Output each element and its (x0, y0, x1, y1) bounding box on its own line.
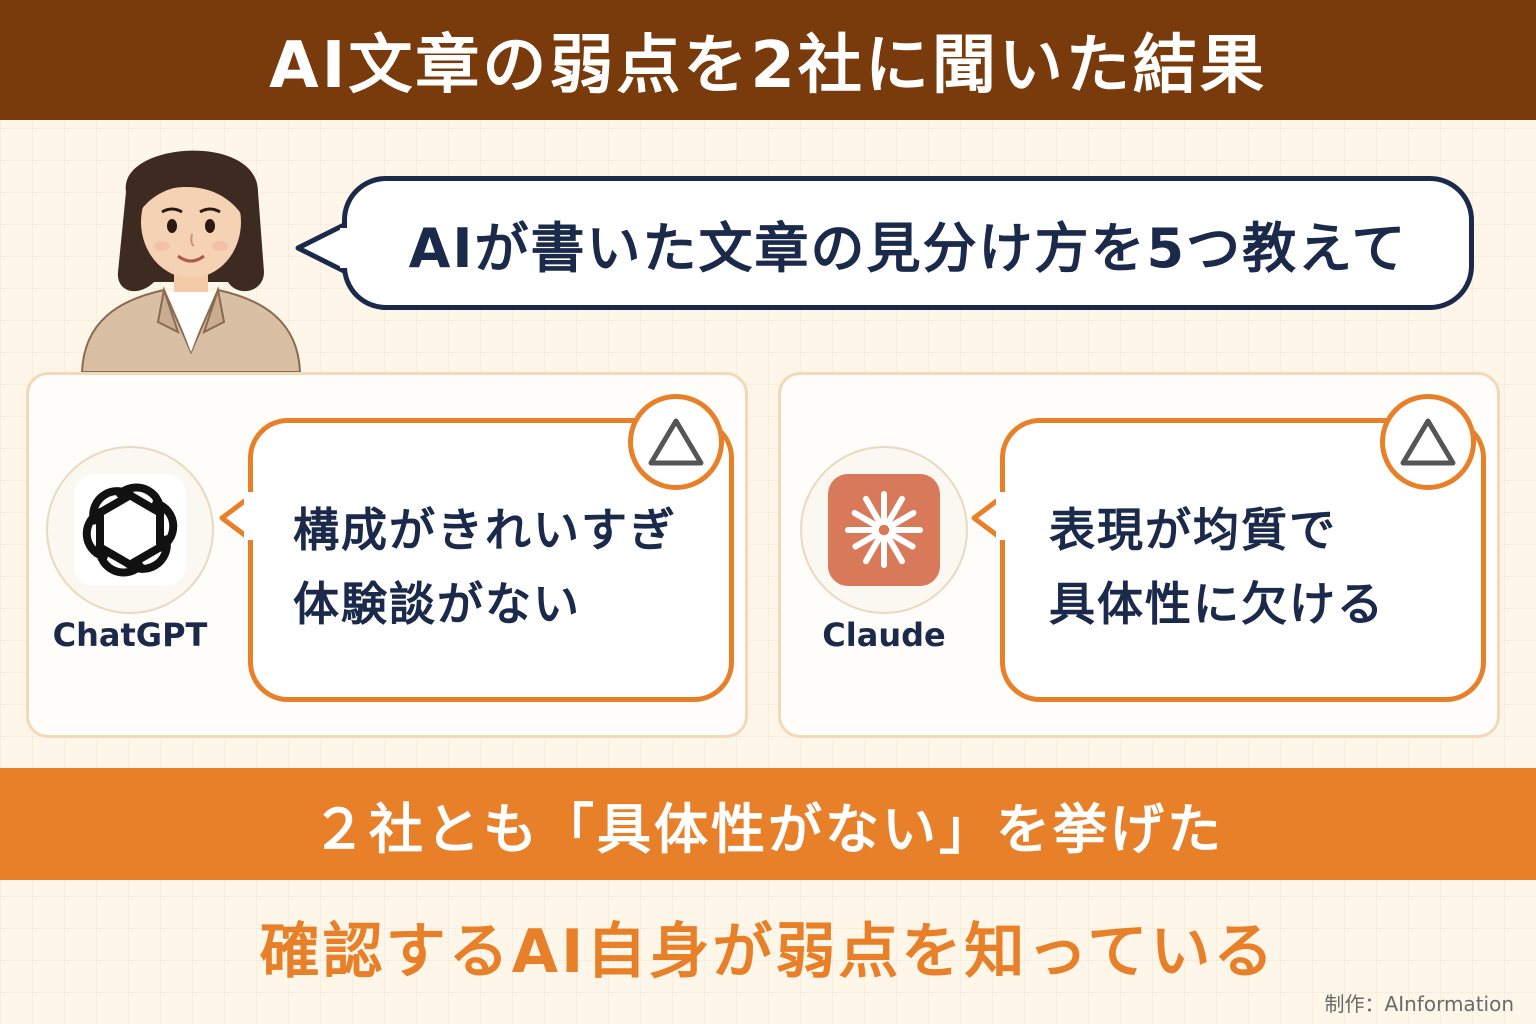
claude-rating-badge (1380, 394, 1476, 490)
claude-logo-tile (828, 474, 940, 586)
claude-logo-icon (845, 491, 923, 568)
woman-avatar-icon (80, 150, 302, 372)
question-text: AIが書いた文章の見分け方を5つ教えて (408, 216, 1408, 280)
summary-text: ２社とも「具体性がない」を挙げた (312, 797, 1224, 861)
claude-label: Claude (822, 616, 946, 654)
chatgpt-answer-line-1: 構成がきれいすぎ (293, 503, 677, 557)
chatgpt-rating-badge (628, 394, 724, 490)
triangle-rating-icon (1400, 418, 1456, 466)
openai-logo-icon (82, 483, 178, 577)
title-band: AI文章の弱点を2社に聞いた結果 (0, 0, 1536, 120)
page-title: AI文章の弱点を2社に聞いた結果 (269, 29, 1267, 103)
credit-text: 制作：AInformation (1324, 992, 1514, 1016)
question-bubble: AIが書いた文章の見分け方を5つ教えて (342, 176, 1474, 310)
answer-tail-cover (244, 492, 256, 540)
bubble-tail-cover (340, 228, 354, 268)
claude-logo-ring (800, 446, 968, 614)
chatgpt-answer-line-2: 体験談がない (293, 577, 581, 631)
chatgpt-logo-ring (46, 446, 214, 614)
claude-answer-line-1: 表現が均質で (1049, 503, 1337, 557)
chatgpt-answer-bubble: 構成がきれいすぎ 体験談がない (248, 418, 734, 702)
speech-bubble-tail (295, 219, 350, 277)
claude-answer-line-2: 具体性に欠ける (1049, 577, 1385, 631)
conclusion-text: 確認するAI自身が弱点を知っている (259, 916, 1277, 987)
chatgpt-logo-tile (74, 474, 186, 586)
conclusion: 確認するAI自身が弱点を知っている (0, 896, 1536, 996)
triangle-rating-icon (648, 418, 704, 466)
chatgpt-label: ChatGPT (52, 616, 208, 654)
answer-tail-cover (996, 492, 1008, 540)
summary-band: ２社とも「具体性がない」を挙げた (0, 768, 1536, 880)
